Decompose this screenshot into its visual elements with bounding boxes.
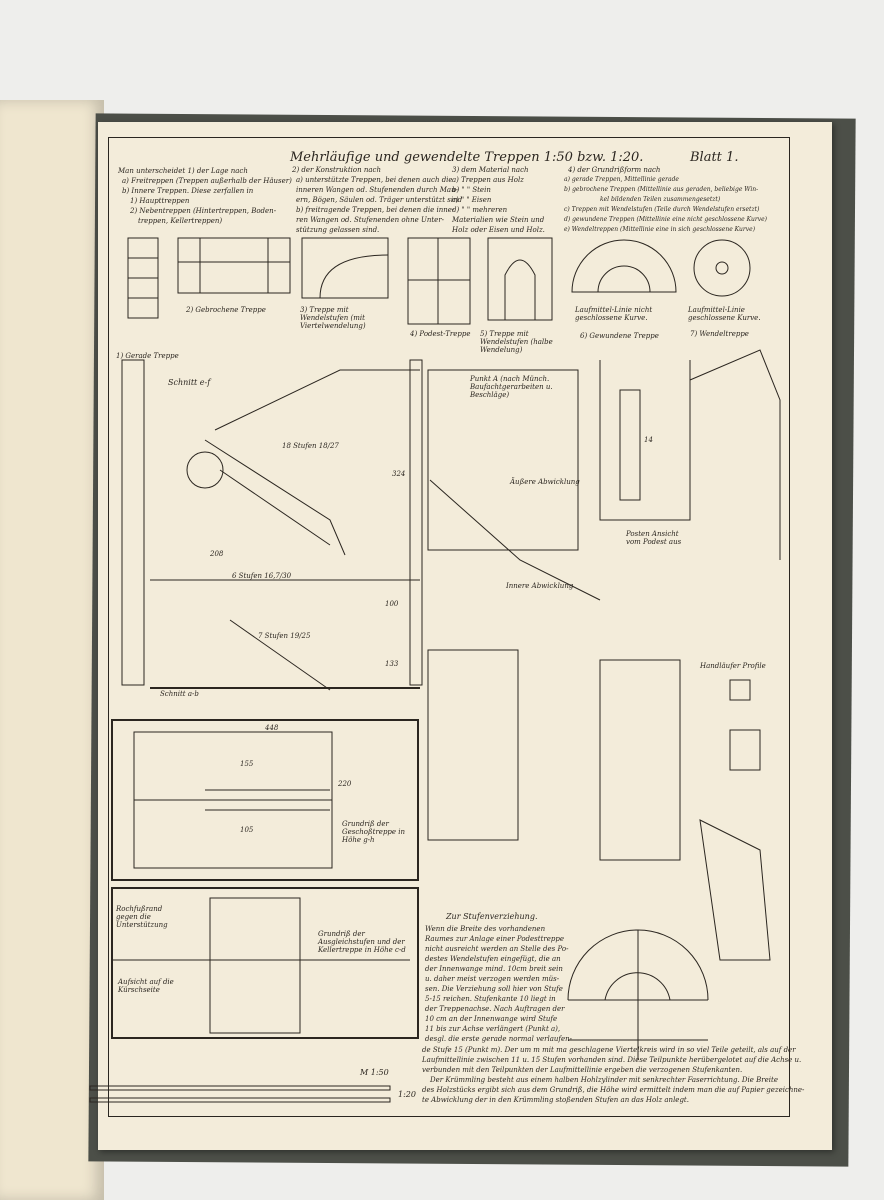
label-aufsicht: Aufsicht auf die Kürschseite bbox=[118, 978, 174, 994]
curve-note-open: Laufmittel-Linie nicht geschlossene Kurv… bbox=[575, 306, 653, 322]
intro-line: Holz oder Eisen und Holz. bbox=[452, 226, 545, 234]
intro-line: e) Wendeltreppen (Mittellinie eine in si… bbox=[564, 226, 756, 233]
intro-line: d) gewundene Treppen (Mittellinie eine n… bbox=[564, 216, 767, 223]
label-point-a: Punkt A (nach Münch. Baufachtgerarbeiten… bbox=[470, 375, 553, 399]
text-line: 11 bis zur Achse verlängert (Punkt a), bbox=[425, 1025, 561, 1033]
intro-line: c) Treppen mit Wendelstufen (Teile durch… bbox=[564, 206, 760, 213]
intro-line: inneren Wangen od. Stufenenden durch Mau… bbox=[296, 186, 458, 194]
intro-line: a) gerade Treppen, Mittellinie gerade bbox=[564, 176, 679, 183]
intro-line: c) " " Eisen bbox=[452, 196, 492, 204]
label-verziehung: Zur Stufenverziehung. bbox=[446, 912, 538, 921]
intro-line: a) Treppen aus Holz bbox=[452, 176, 524, 184]
label-section-ef: Schnitt e-f bbox=[168, 378, 211, 387]
label-section-ab: Schnitt a-b bbox=[160, 690, 199, 698]
intro-line: b) freitragende Treppen, bei denen die i… bbox=[296, 206, 455, 214]
label-rochuss: Rochfußrand gegen die Unterstützung bbox=[116, 905, 168, 929]
label-grundriss-cd: Grundriß der Ausgleichstufen und der Kel… bbox=[318, 930, 406, 954]
dim: 100 bbox=[385, 600, 399, 608]
intro-line: Man unterscheidet 1) der Lage nach bbox=[118, 167, 248, 175]
scale-1-20: 1:20 bbox=[398, 1090, 416, 1099]
previous-page bbox=[0, 100, 104, 1200]
dim: 133 bbox=[385, 660, 399, 668]
detail-point-a bbox=[427, 349, 781, 601]
caption-type-1: 1) Gerade Treppe bbox=[116, 352, 179, 360]
text-line: Laufmittellinie zwischen 11 u. 15 Stufen… bbox=[422, 1056, 802, 1064]
caption-type-7: 7) Wendeltreppe bbox=[690, 330, 749, 338]
text-line: nicht ausreicht werden an Stelle des Po- bbox=[425, 945, 569, 953]
caption-type-3: 3) Treppe mit Wendelstufen (mit Viertelw… bbox=[300, 306, 366, 330]
label-steps-18: 18 Stufen 18/27 bbox=[282, 442, 339, 450]
label-podest-aus: Posten Ansicht vom Podest aus bbox=[626, 530, 682, 546]
intro-line: 2) der Konstruktion nach bbox=[292, 166, 381, 174]
curve-note-closed: Laufmittel-Linie geschlossene Kurve. bbox=[688, 306, 761, 322]
dim: 14 bbox=[644, 436, 653, 444]
text-line: der Innenwange mind. 10cm breit sein bbox=[425, 965, 563, 973]
dim: 220 bbox=[338, 780, 352, 788]
text-line: der Treppenachse. Nach Auftragen der bbox=[425, 1005, 565, 1013]
intro-line: 3) dem Material nach bbox=[452, 166, 529, 174]
dim: 155 bbox=[240, 760, 254, 768]
text-line: de Stufe 15 (Punkt m). Der um m mit ma g… bbox=[422, 1046, 796, 1054]
intro-line: 4) der Grundrißform nach bbox=[568, 166, 661, 174]
handrail-details bbox=[427, 649, 771, 961]
text-line: des Holzstücks ergibt sich aus dem Grund… bbox=[422, 1086, 805, 1094]
text-line: te Abwicklung der in den Krümmling stoße… bbox=[422, 1096, 689, 1104]
winder-plan bbox=[567, 929, 709, 1060]
text-line: destes Wendelstufen eingefügt, die an bbox=[425, 955, 561, 963]
intro-line: a) unterstützte Treppen, bei denen auch … bbox=[296, 176, 453, 184]
intro-line: b) " " Stein bbox=[452, 186, 491, 194]
caption-type-2: 2) Gebrochene Treppe bbox=[186, 306, 266, 314]
dim: 448 bbox=[265, 724, 279, 732]
intro-line: b) gebrochene Treppen (Mittellinie aus g… bbox=[564, 186, 759, 193]
intro-line: 1) Haupttreppen bbox=[130, 197, 190, 205]
plate-border bbox=[108, 137, 790, 1117]
text-line: desgl. die erste gerade normal verlaufen… bbox=[425, 1035, 573, 1043]
label-aussere: Äußere Abwicklung bbox=[510, 478, 580, 486]
intro-line: stützung gelassen sind. bbox=[296, 226, 380, 234]
intro-line: 2) Nebentreppen (Hintertreppen, Boden- bbox=[130, 207, 277, 215]
dim: 208 bbox=[210, 550, 224, 558]
label-grundriss-gh: Grundriß der Geschoßtreppe in Höhe g-h bbox=[342, 820, 406, 844]
scale-bars bbox=[89, 1085, 391, 1103]
caption-type-6: 6) Gewundene Treppe bbox=[580, 332, 659, 340]
scale-1-50: M 1:50 bbox=[360, 1068, 389, 1077]
text-line: Raumes zur Anlage einer Podesttreppe bbox=[425, 935, 564, 943]
text-line: sen. Die Verziehung soll hier von Stufe bbox=[425, 985, 563, 993]
intro-line: b) Innere Treppen. Diese zerfallen in bbox=[122, 187, 254, 195]
caption-type-4: 4) Podest-Treppe bbox=[410, 330, 471, 338]
intro-line: Materialien wie Stein und bbox=[452, 216, 545, 224]
label-steps-7: 7 Stufen 19/25 bbox=[258, 632, 311, 640]
intro-line: d) " " mehreren bbox=[452, 206, 508, 214]
stair-type-sketches bbox=[127, 237, 751, 325]
intro-line: ern, Bögen, Säulen od. Träger unterstütz… bbox=[296, 196, 463, 204]
sheet-number: Blatt 1. bbox=[690, 150, 739, 165]
text-line: 10 cm an der Innenwange wird Stufe bbox=[425, 1015, 558, 1023]
plan-cd bbox=[111, 887, 419, 1039]
label-handlauf: Handläufer Profile bbox=[700, 662, 766, 670]
intro-line: ren Wangen od. Stufenenden ohne Unter- bbox=[296, 216, 445, 224]
section-ef bbox=[121, 359, 423, 691]
intro-line: treppen, Kellertreppen) bbox=[138, 217, 223, 225]
intro-line: kel bildenden Teilen zusammengesetzt) bbox=[600, 196, 721, 203]
plan-gh bbox=[111, 719, 419, 881]
text-line: Der Krümmling besteht aus einem halben H… bbox=[430, 1076, 778, 1084]
caption-type-5: 5) Treppe mit Wendelstufen (halbe Wendel… bbox=[480, 330, 553, 354]
label-steps-6: 6 Stufen 16,7/30 bbox=[232, 572, 292, 580]
text-line: 5-15 reichen. Stufenkante 10 liegt in bbox=[425, 995, 556, 1003]
dim: 324 bbox=[392, 470, 406, 478]
text-line: u. daher meist verzogen werden müs- bbox=[425, 975, 560, 983]
dim: 105 bbox=[240, 826, 254, 834]
label-innere: Innere Abwicklung bbox=[506, 582, 574, 590]
text-line: Wenn die Breite des vorhandenen bbox=[425, 925, 546, 933]
intro-line: a) Freitreppen (Treppen außerhalb der Hä… bbox=[122, 177, 292, 185]
plate-title: Mehrläufige und gewendelte Treppen 1:50 … bbox=[290, 150, 644, 165]
text-line: verbunden mit den Teilpunkten der Laufmi… bbox=[422, 1066, 743, 1074]
